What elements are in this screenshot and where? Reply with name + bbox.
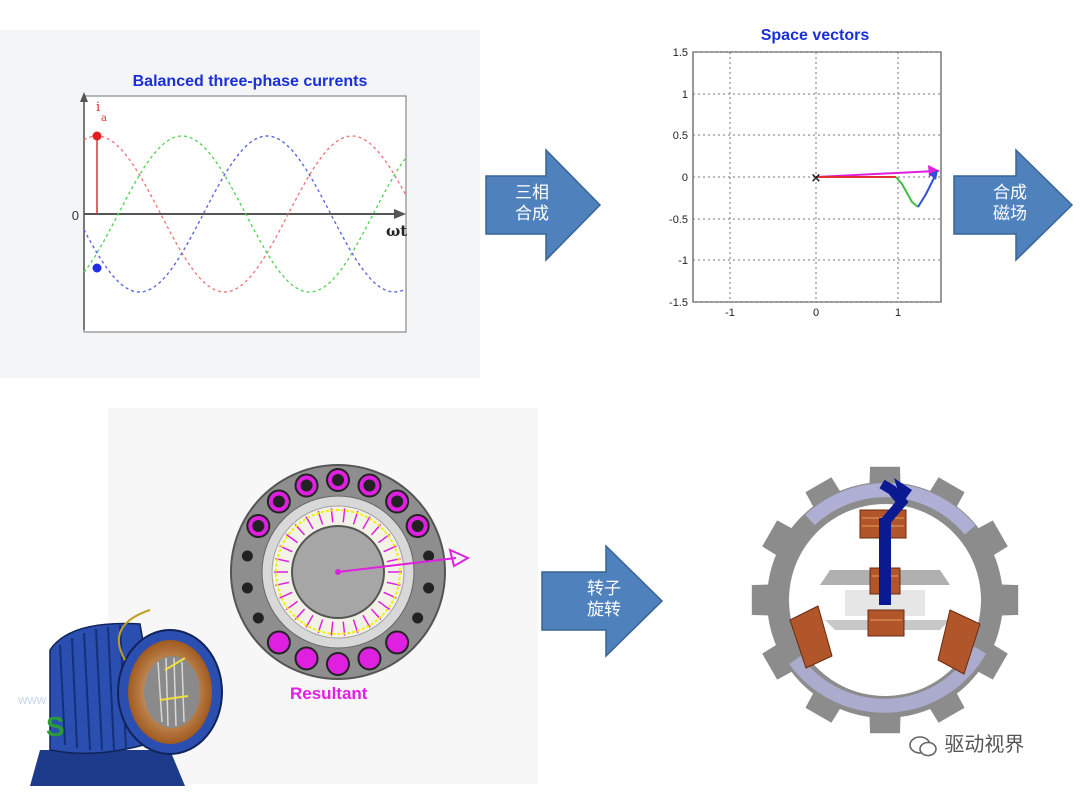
y-tick-label: 1.5 bbox=[673, 47, 688, 59]
three-phase-plot: Balanced three-phase currents i a 0 ωt bbox=[72, 73, 407, 333]
origin-marker: × bbox=[811, 171, 822, 186]
phase-b-vector bbox=[895, 176, 919, 208]
omega-t-label: ωt bbox=[386, 222, 407, 240]
svg-text:www: www bbox=[17, 692, 47, 707]
three-phase-currents-panel: Balanced three-phase currents i a 0 ωt bbox=[0, 30, 480, 378]
resultant-field-arrow bbox=[337, 557, 457, 573]
stator-cross-section bbox=[228, 462, 478, 712]
stator-drawing bbox=[230, 464, 471, 680]
rotor-illustration bbox=[750, 460, 1020, 740]
x-tick-label: -1 bbox=[725, 307, 735, 319]
y-tick-label: 0.5 bbox=[673, 130, 688, 142]
three-phase-title: Balanced three-phase currents bbox=[133, 73, 368, 90]
ia-marker-dot bbox=[92, 131, 102, 141]
wechat-icon bbox=[909, 735, 937, 756]
y-tick-label: -0.5 bbox=[669, 214, 688, 226]
space-vectors-title: Space vectors bbox=[761, 27, 870, 44]
ic-marker-dot bbox=[92, 263, 102, 273]
phase-c-arrowhead bbox=[929, 170, 938, 180]
space-vectors-panel: Space vectors 1.5 1 0.5 0 -0.5 -1 -1.5 -1 0 1 × bbox=[650, 14, 950, 324]
x-tick-label: 0 bbox=[813, 307, 819, 319]
y-tick-label: 0 bbox=[682, 172, 688, 184]
rotor-drawing bbox=[751, 466, 1019, 734]
field-arrows bbox=[274, 508, 402, 636]
y-tick-label: 1 bbox=[682, 89, 688, 101]
y-tick-label: -1.5 bbox=[669, 297, 688, 309]
motor-drawing: www S bbox=[17, 609, 223, 786]
x-axis-arrowhead bbox=[394, 209, 406, 219]
watermark: 驱动视界 bbox=[908, 728, 1024, 759]
arrow2-line1: 合成 bbox=[993, 183, 1027, 203]
arrow-rotor-rotation: 转子 旋转 bbox=[540, 544, 666, 658]
grid-lines bbox=[693, 51, 941, 303]
arrow-magnetic-field-synthesis: 合成 磁场 bbox=[952, 148, 1076, 262]
ia-label: i bbox=[96, 100, 100, 115]
arrow3-line2: 旋转 bbox=[587, 600, 621, 620]
arrow-shape bbox=[485, 148, 602, 262]
x-tick-label: 1 bbox=[895, 307, 901, 319]
phase-b-wave bbox=[83, 135, 407, 293]
svg-text:S: S bbox=[46, 711, 65, 742]
arrow-shape bbox=[541, 544, 664, 658]
space-vector-plot: Space vectors 1.5 1 0.5 0 -0.5 -1 -1.5 -1 0 1 × bbox=[669, 27, 942, 319]
arrow-three-phase-synthesis: 三相 合成 bbox=[484, 148, 604, 262]
arrow1-line1: 三相 bbox=[515, 183, 549, 203]
arrow-shape bbox=[953, 148, 1074, 262]
stator-slots bbox=[241, 468, 435, 676]
ia-subscript: a bbox=[101, 113, 107, 124]
arrow1-line2: 合成 bbox=[515, 204, 549, 224]
motor-illustration: www S bbox=[10, 600, 240, 794]
resultant-label: Resultant bbox=[290, 684, 368, 703]
y-axis-arrowhead bbox=[80, 92, 88, 102]
watermark-text: 驱动视界 bbox=[944, 732, 1025, 756]
phase-c-wave bbox=[83, 135, 407, 293]
axis-ticks: 1.5 1 0.5 0 -0.5 -1 -1.5 -1 0 1 bbox=[669, 47, 901, 319]
origin-label: 0 bbox=[72, 208, 79, 223]
arrow3-line1: 转子 bbox=[587, 579, 621, 599]
arrow2-line2: 磁场 bbox=[993, 204, 1027, 224]
y-tick-label: -1 bbox=[678, 255, 688, 267]
phase-c-vector bbox=[917, 173, 937, 208]
